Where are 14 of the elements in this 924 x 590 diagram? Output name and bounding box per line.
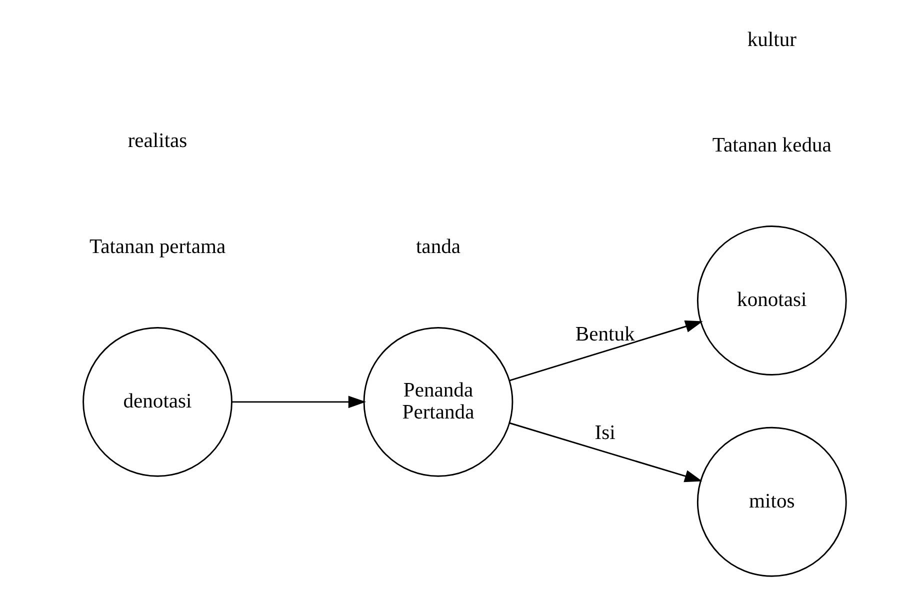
label: realitas (127, 130, 187, 152)
label: Tatanan kedua (712, 134, 831, 157)
label: kultur (746, 28, 796, 51)
label: Tatanan pertama (88, 236, 226, 258)
label: tanda (415, 236, 460, 258)
arrow (508, 422, 702, 482)
node-circle: mitos (696, 426, 846, 577)
edge-label: Isi (594, 422, 615, 444)
edge-label: Bentuk (574, 323, 634, 346)
arrow (508, 320, 702, 382)
node-circle: Penanda Pertanda (362, 326, 513, 477)
node-circle: konotasi (696, 226, 846, 376)
arrow (231, 396, 366, 408)
node-circle: denotasi (82, 326, 232, 477)
